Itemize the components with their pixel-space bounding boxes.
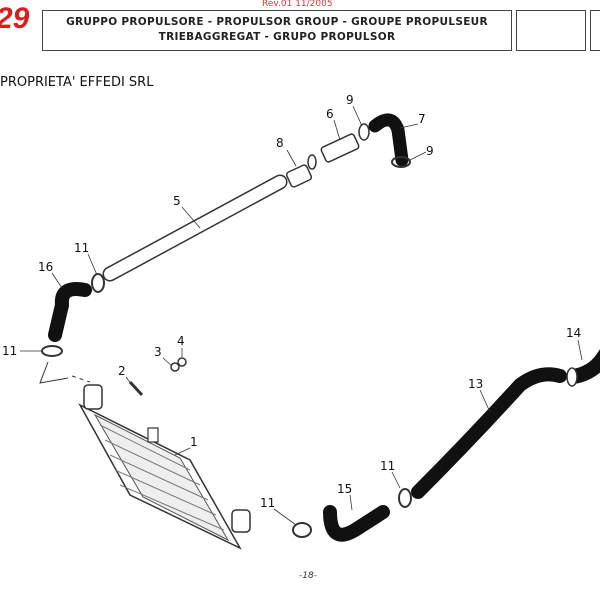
hose-13 (411, 367, 567, 499)
title-box: GRUPPO PROPULSORE - PROPULSOR GROUP - GR… (42, 10, 512, 51)
callout-7: 7 (418, 112, 426, 126)
clamp-11-d (292, 522, 312, 538)
callout-1: 1 (190, 435, 198, 449)
brand-logo: 29 (0, 2, 30, 35)
clamp-11-a (91, 273, 105, 293)
callout-13: 13 (468, 377, 483, 391)
title-line-1: GRUPPO PROPULSORE - PROPULSOR GROUP - GR… (66, 16, 488, 28)
nut-4 (177, 357, 187, 367)
callout-8: 8 (276, 136, 284, 150)
side-box-2 (590, 10, 600, 51)
callout-11: 11 (74, 241, 89, 255)
connector-8 (285, 164, 313, 188)
page-number: -18- (299, 571, 317, 581)
hose-16 (48, 282, 92, 342)
clamp-11-c (398, 488, 412, 508)
hose-7 (368, 113, 409, 167)
callout-11: 11 (380, 459, 395, 473)
hose-15 (323, 505, 390, 542)
ownership-note: PROPRIETA' EFFEDI SRL (0, 75, 154, 90)
callout-9: 9 (346, 93, 354, 107)
connector-6 (320, 133, 360, 163)
callout-11: 11 (2, 344, 17, 358)
clamp-11-b (41, 345, 63, 357)
callout-14: 14 (566, 326, 581, 340)
callout-15: 15 (337, 482, 352, 496)
hose-14 (568, 349, 600, 384)
clamp-9-a (358, 123, 370, 141)
washer-3 (170, 362, 180, 372)
callout-5: 5 (173, 194, 181, 208)
callout-labels: 9 6 7 8 9 5 11 16 11 4 3 2 1 13 14 11 15… (2, 93, 581, 510)
revision-label: Rev.01 11/2005 (262, 0, 333, 9)
callout-9: 9 (426, 144, 434, 158)
callout-3: 3 (154, 345, 162, 359)
callout-4: 4 (177, 334, 185, 348)
bolt-2 (128, 380, 144, 397)
callout-11: 11 (260, 496, 275, 510)
intercooler-1 (78, 384, 251, 550)
title-line-2: TRIEBAGGREGAT - GRUPO PROPULSOR (158, 31, 396, 43)
side-box (516, 10, 586, 51)
clamp-9-b (391, 156, 411, 168)
callout-6: 6 (326, 107, 334, 121)
callout-2: 2 (118, 364, 126, 378)
callout-16: 16 (38, 260, 53, 274)
